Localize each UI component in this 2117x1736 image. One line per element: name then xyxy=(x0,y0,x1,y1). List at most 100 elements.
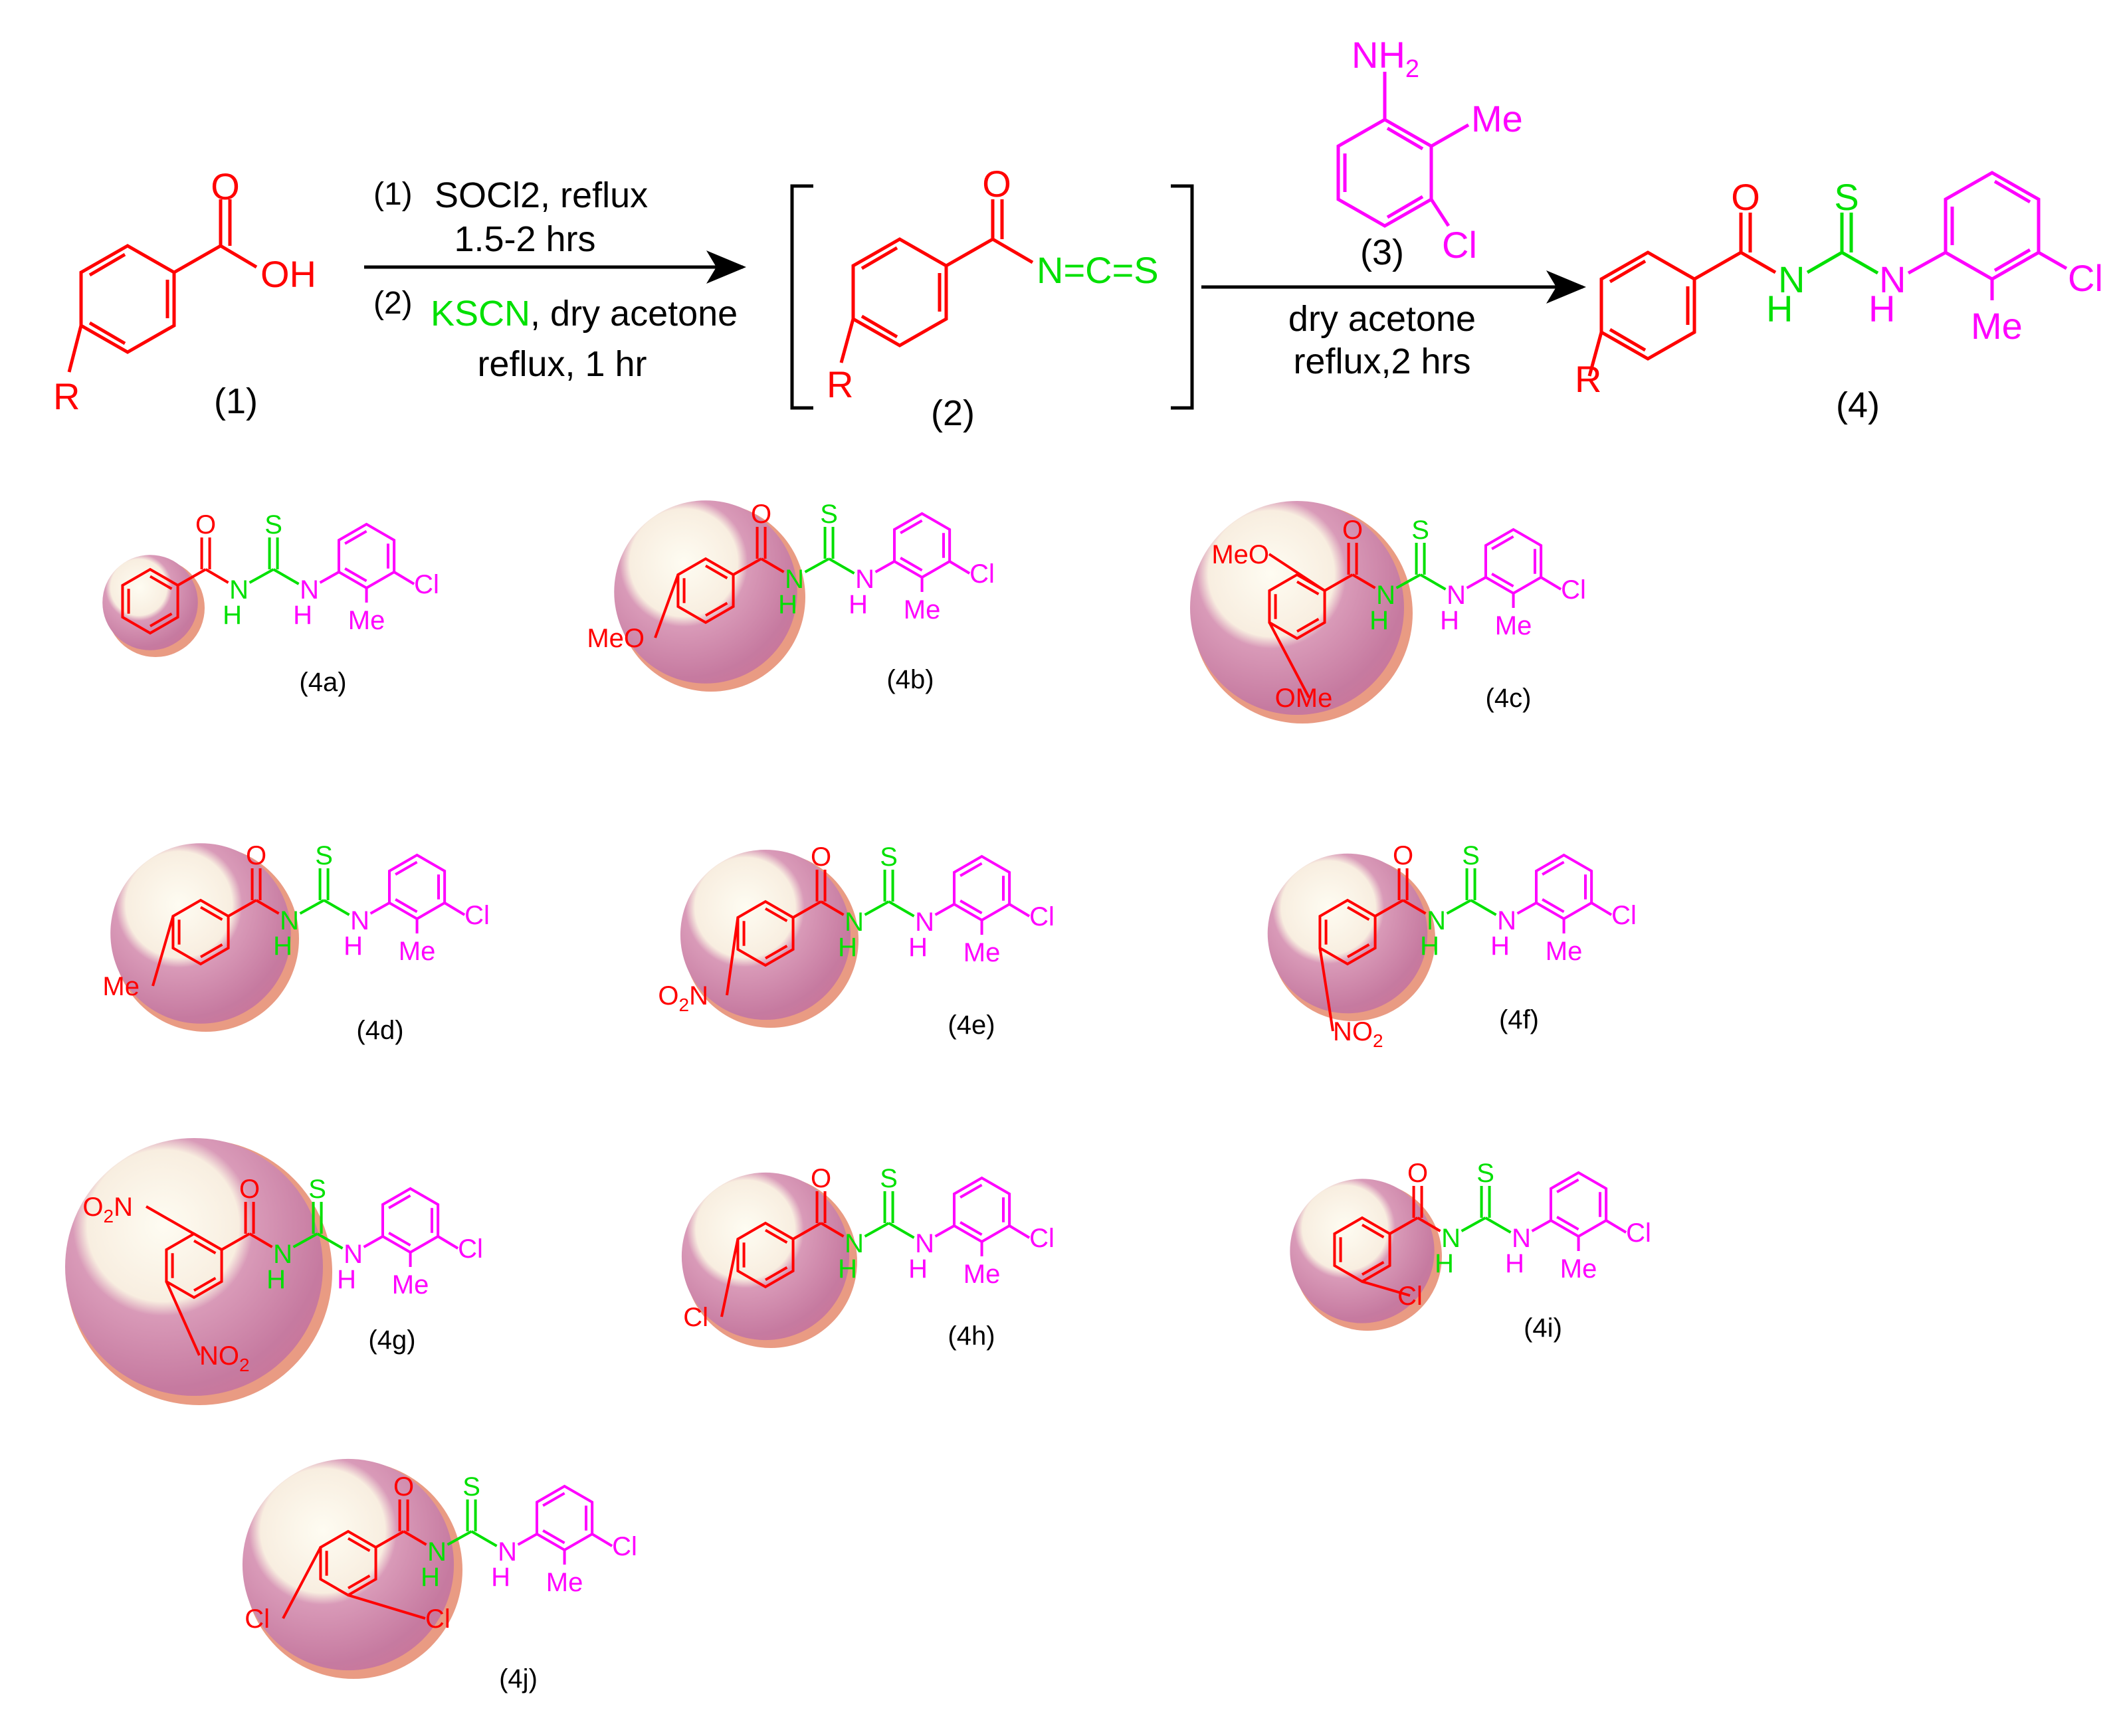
amide-hydrogen: H xyxy=(273,931,292,961)
chloro-group: Cl xyxy=(1442,224,1477,266)
methyl-group: Me xyxy=(1546,937,1583,966)
compound-number: (4) xyxy=(1836,385,1880,425)
methyl-group: Me xyxy=(963,1260,1001,1289)
isothiocyanate-group: N=C=S xyxy=(1037,249,1159,291)
amide-hydrogen: H xyxy=(1420,931,1439,961)
thione-sulfur: S xyxy=(1476,1159,1494,1188)
amide-nitrogen: N xyxy=(785,565,804,594)
compound-label: (4h) xyxy=(948,1321,995,1351)
amide-hydrogen: H xyxy=(778,590,797,619)
benzene-ring xyxy=(67,199,258,373)
thione-sulfur: S xyxy=(462,1472,480,1501)
methyl-group: Me xyxy=(1560,1254,1597,1284)
step-2-arrow: dry acetone reflux,2 hrs xyxy=(1201,270,1586,381)
substituent-1: O2N xyxy=(658,981,708,1015)
carbonyl-oxygen: O xyxy=(246,841,266,870)
derivative-grid: ONHSNHClMe(4a)ONHSNHClMeMeO(4b)ONHSNHClM… xyxy=(65,500,1651,1693)
chloro-group: Cl xyxy=(969,559,995,589)
chloro-group: Cl xyxy=(1626,1218,1651,1248)
amide-nitrogen: N xyxy=(273,1240,292,1269)
amide-hydrogen: H xyxy=(1435,1249,1454,1278)
methyl-group: Me xyxy=(1495,611,1532,640)
amine-hydrogen: H xyxy=(1440,606,1459,635)
compound-label: (4f) xyxy=(1499,1005,1539,1034)
chloro-group: Cl xyxy=(1561,575,1586,605)
amine-nitrogen: N xyxy=(1447,581,1466,610)
substituent-2: OMe xyxy=(1275,684,1333,713)
thione-sulfur: S xyxy=(880,1164,898,1193)
step-1-number: (1) xyxy=(373,177,413,212)
step-3-solvent: dry acetone xyxy=(1288,299,1476,339)
step-1-arrow: (1) SOCl2, reflux 1.5-2 hrs (2) KSCN, dr… xyxy=(364,175,746,384)
chloro-group: Cl xyxy=(1611,901,1637,930)
compound-label: (4a) xyxy=(299,668,346,697)
amine-hydrogen: H xyxy=(1490,931,1510,961)
thione-sulfur: S xyxy=(880,842,898,872)
methyl-group: Me xyxy=(963,938,1001,967)
compound-label: (4c) xyxy=(1486,684,1532,713)
substituent-bubble xyxy=(680,849,858,1028)
amine-nitrogen: N xyxy=(915,1229,934,1258)
carbonyl-oxygen: O xyxy=(195,510,216,539)
thione-sulfur: S xyxy=(1834,176,1859,218)
step-2-conditions: reflux, 1 hr xyxy=(477,344,647,384)
substituent-bubble xyxy=(681,1172,857,1348)
chloro-group: Cl xyxy=(458,1234,483,1264)
amide-nitrogen: N xyxy=(845,1229,864,1258)
amine-hydrogen: H xyxy=(293,601,312,630)
step-2-reagent: KSCN, dry acetone xyxy=(431,294,738,334)
amine-hydrogen: H xyxy=(849,590,868,619)
compound-label: (4e) xyxy=(948,1011,995,1040)
amine-nitrogen: N xyxy=(1879,258,1906,300)
amide-nitrogen: N xyxy=(1778,258,1805,300)
amine-nitrogen: N xyxy=(300,575,319,605)
intermediate-brackets xyxy=(790,184,1194,410)
step-1-time: 1.5-2 hrs xyxy=(454,219,595,259)
amide-nitrogen: N xyxy=(229,575,249,605)
substituent-bubble xyxy=(110,843,299,1032)
carbonyl-oxygen: O xyxy=(239,1175,260,1204)
substituent-1: Cl xyxy=(1397,1282,1423,1311)
amide-nitrogen: N xyxy=(1376,581,1395,610)
thione-sulfur: S xyxy=(820,500,838,529)
substituent-2: NO2 xyxy=(199,1341,250,1375)
amine-nitrogen: N xyxy=(855,565,874,594)
amine-nitrogen: N xyxy=(1512,1224,1531,1253)
carbonyl-oxygen: O xyxy=(1407,1159,1428,1188)
chloro-group: Cl xyxy=(414,570,439,599)
amide-nitrogen: N xyxy=(845,908,864,937)
chloro-group: Cl xyxy=(1029,1224,1055,1253)
carbonyl-oxygen: O xyxy=(1731,176,1760,218)
carbonyl-oxygen: O xyxy=(1342,516,1363,545)
amide-hydrogen: H xyxy=(223,601,242,630)
compound-label: (4j) xyxy=(499,1664,538,1693)
compound-number: (3) xyxy=(1360,233,1404,272)
amide-hydrogen: H xyxy=(838,933,857,962)
step-2-number: (2) xyxy=(373,286,413,321)
compound-label: (4b) xyxy=(886,665,934,694)
substituent-1: Cl xyxy=(683,1303,708,1332)
substituent-bubble xyxy=(65,1138,332,1405)
methyl-group: Me xyxy=(904,595,941,625)
carbonyl-oxygen: O xyxy=(811,1164,831,1193)
amine-hydrogen: H xyxy=(908,1254,928,1284)
substituent-1: MeO xyxy=(587,624,645,653)
compound-label: (4g) xyxy=(368,1325,415,1355)
amine-hydrogen: H xyxy=(337,1265,356,1294)
carbonyl-oxygen: O xyxy=(1393,841,1413,870)
amine-nitrogen: N xyxy=(915,908,934,937)
carbonyl-oxygen: O xyxy=(811,842,831,872)
amine-hydrogen: H xyxy=(344,931,363,961)
amine-nitrogen: N xyxy=(350,906,369,935)
substituent-1: Me xyxy=(102,972,140,1001)
amide-hydrogen: H xyxy=(838,1254,857,1284)
amine-nitrogen: N xyxy=(498,1537,517,1567)
